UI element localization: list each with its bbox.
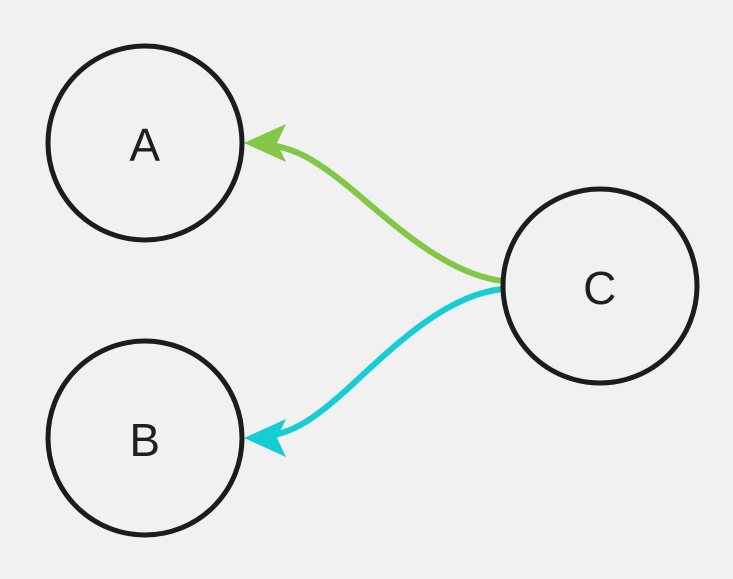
- node-a-label: A: [129, 119, 160, 171]
- edge-c-to-a[interactable]: [244, 124, 506, 284]
- node-c-label: C: [583, 262, 617, 314]
- node-b[interactable]: B: [45, 338, 245, 538]
- nodes-layer: A B C: [45, 43, 700, 538]
- edges-layer: [244, 124, 506, 457]
- node-a-circle[interactable]: [45, 43, 245, 243]
- edge-c-to-a-path: [251, 140, 506, 284]
- node-b-label: B: [129, 414, 160, 466]
- edge-c-to-a-arrowhead-icon: [244, 124, 286, 162]
- node-c-circle[interactable]: [500, 186, 700, 386]
- edge-c-to-b[interactable]: [244, 286, 506, 457]
- node-a[interactable]: A: [45, 43, 245, 243]
- edge-c-to-b-path: [251, 286, 506, 441]
- node-c[interactable]: C: [500, 186, 700, 386]
- edge-c-to-b-arrowhead-icon: [244, 419, 286, 457]
- node-b-circle[interactable]: [45, 338, 245, 538]
